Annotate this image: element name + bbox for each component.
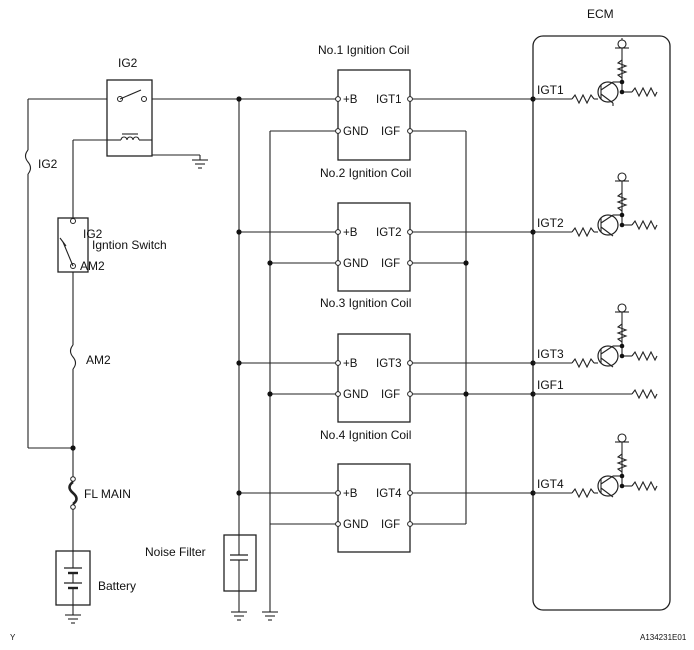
ignition-coil-4: +B IGT4 GND IGF	[335, 463, 413, 553]
relay-ground-icon	[192, 159, 208, 169]
coil-3-b-pin: +B	[343, 358, 358, 370]
coil-4-igt-pin: IGT4	[376, 488, 402, 500]
junction-dots	[70, 96, 469, 496]
ecm-pin-igt2: IGT2	[537, 216, 564, 230]
coil-4-title: No.4 Ignition Coil	[320, 428, 411, 442]
coil-2-b-pin: +B	[343, 227, 358, 239]
switch-am2-label: AM2	[80, 259, 105, 273]
corner-mark: Y	[10, 633, 16, 642]
coil-1-igt-pin: IGT1	[376, 94, 402, 106]
battery-ground-icon	[65, 614, 81, 624]
noise-filter-label: Noise Filter	[145, 545, 206, 559]
ig2-fuse-label: IG2	[38, 157, 58, 171]
coil-3-igt-pin: IGT3	[376, 358, 402, 370]
ignition-coil-1: +B IGT1 GND IGF	[335, 69, 413, 161]
coil-4-b-pin: +B	[343, 488, 358, 500]
am2-fuse-icon	[69, 344, 77, 370]
battery-label: Battery	[98, 579, 136, 593]
ecm-pin-igt4: IGT4	[537, 477, 564, 491]
ecm-igf1-resistor-icon	[533, 388, 658, 400]
coil-3-gnd-pin: GND	[343, 389, 369, 401]
ecm	[532, 35, 671, 611]
coil-3-igf-pin: IGF	[381, 389, 400, 401]
coil-ground-icon	[262, 611, 278, 621]
ecm-label: ECM	[587, 7, 614, 21]
coil-3-title: No.3 Ignition Coil	[320, 296, 411, 310]
coil-2-gnd-pin: GND	[343, 258, 369, 270]
ig2-relay-label: IG2	[118, 56, 138, 70]
ig2-fuse-icon	[24, 149, 32, 175]
figure-id: A134231E01	[640, 633, 687, 642]
ignition-coil-3: +B IGT3 GND IGF	[335, 333, 413, 423]
coil-1-igf-pin: IGF	[381, 126, 400, 138]
coil-4-gnd-pin: GND	[343, 519, 369, 531]
ig2-relay: IG2	[106, 56, 153, 157]
ecm-driver-transistor-1	[533, 38, 658, 106]
battery-icon	[55, 550, 91, 606]
coil-1-gnd-pin: GND	[343, 126, 369, 138]
fl-main-fuse-icon	[68, 476, 78, 510]
ignition-switch-label: Igntion Switch	[92, 238, 167, 252]
noise-filter	[223, 534, 257, 592]
coil-2-title: No.2 Ignition Coil	[320, 166, 411, 180]
am2-fuse-label: AM2	[86, 353, 111, 367]
ecm-driver-transistor-2	[533, 172, 658, 238]
coil-4-igf-pin: IGF	[381, 519, 400, 531]
ignition-switch	[57, 217, 89, 273]
ecm-driver-transistor-4	[533, 433, 658, 499]
noise-filter-ground-icon	[231, 611, 247, 621]
coil-2-igf-pin: IGF	[381, 258, 400, 270]
ecm-pin-igf1: IGF1	[537, 378, 564, 392]
ecm-pin-igt3: IGT3	[537, 347, 564, 361]
coil-2-igt-pin: IGT2	[376, 227, 402, 239]
fl-main-label: FL MAIN	[84, 487, 131, 501]
coil-1-b-pin: +B	[343, 94, 358, 106]
ignition-coil-2: +B IGT2 GND IGF	[335, 202, 413, 292]
ecm-pin-igt1: IGT1	[537, 83, 564, 97]
ecm-driver-transistor-3	[533, 303, 658, 369]
switch-ig2-label: IG2	[83, 227, 103, 241]
coil-1-title: No.1 Ignition Coil	[318, 43, 409, 57]
